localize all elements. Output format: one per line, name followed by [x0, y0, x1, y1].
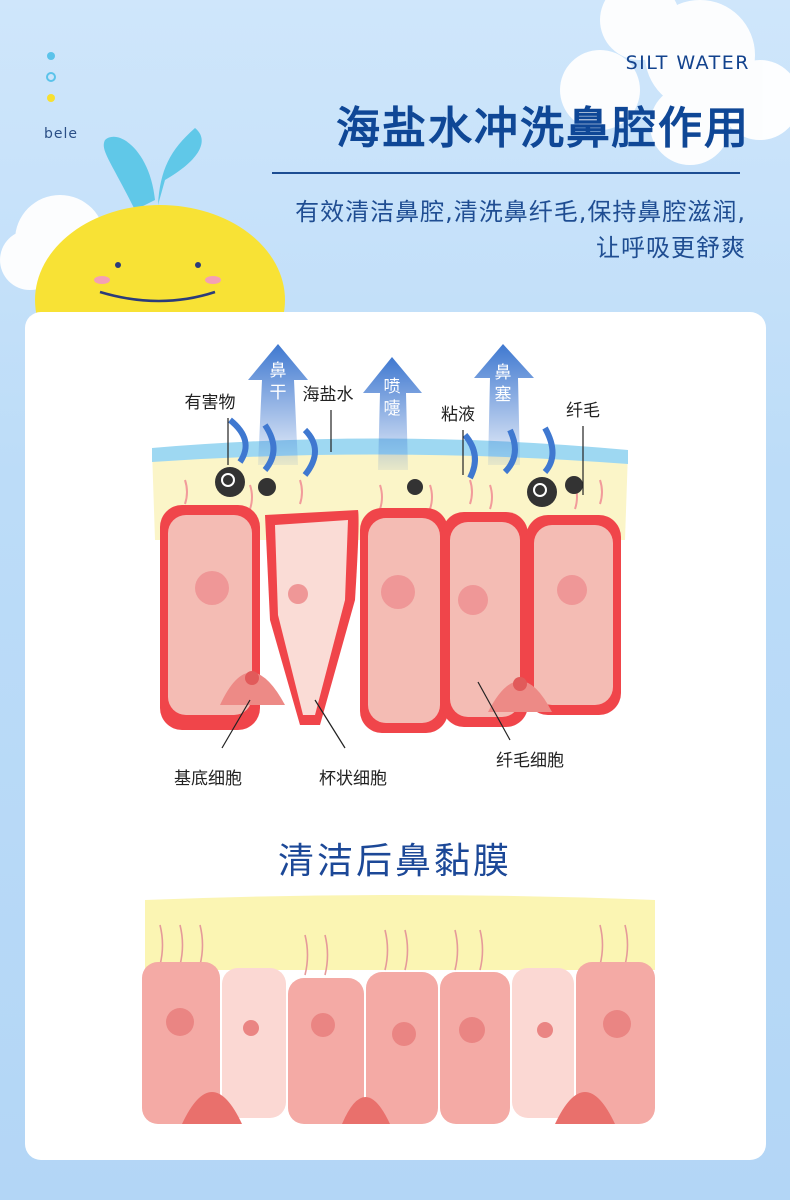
dot-icon [47, 94, 55, 102]
arrow-label: 嚏 [384, 399, 401, 419]
header-decoration [0, 0, 790, 320]
arrow-label: 塞 [495, 385, 512, 405]
arrow-label: 鼻 [495, 363, 512, 383]
dot-icon [47, 52, 55, 60]
epithelial-cells [160, 505, 621, 733]
section-title: 清洁后鼻黏膜 [277, 841, 512, 882]
page-title: 海盐水冲洗鼻腔作用 [336, 103, 750, 154]
label-goblet-cell: 杯状细胞 [319, 769, 387, 789]
germ-icon [215, 467, 583, 507]
eyebrow-text: SILT WATER [625, 52, 750, 74]
label-harmful: 有害物 [185, 393, 236, 413]
clean-mucosa-illustration [142, 895, 655, 1124]
arrow-label: 喷 [384, 377, 401, 397]
label-mucus: 粘液 [441, 405, 475, 425]
brand-logo: bele [44, 126, 79, 142]
up-arrow-icon [248, 344, 534, 470]
subtitle: 有效清洁鼻腔,清洗鼻纤毛,保持鼻腔滋润, [295, 198, 746, 226]
label-basal-cell: 基底细胞 [174, 769, 242, 789]
arrow-label: 鼻 [270, 361, 287, 381]
down-arrow-icon [228, 417, 556, 480]
subtitle: 让呼吸更舒爽 [596, 234, 746, 262]
ring-icon [46, 72, 56, 82]
mascot-icon [35, 128, 285, 320]
label-ciliated-cell: 纤毛细胞 [496, 751, 564, 771]
divider [272, 172, 740, 174]
arrow-label: 干 [270, 383, 287, 403]
label-saltwater: 海盐水 [303, 385, 354, 405]
label-cilia: 纤毛 [566, 401, 600, 421]
